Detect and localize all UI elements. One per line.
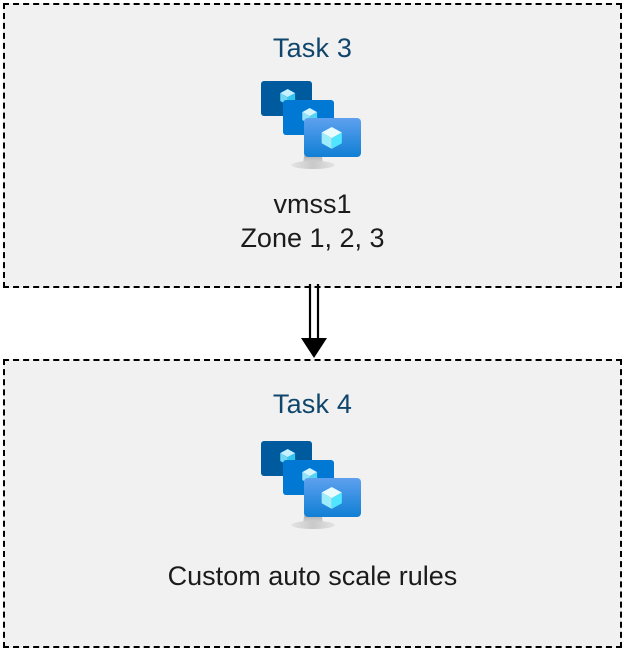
vm-scale-set-icon [258, 77, 368, 173]
vm-scale-set-icon [258, 437, 368, 533]
task-box-task-3[interactable]: Task 3 [3, 3, 622, 288]
connector-arrow-task3-to-task4 [296, 284, 332, 360]
task-box-task-4[interactable]: Task 4 [3, 359, 622, 648]
task-3-caption-line-2: Zone 1, 2, 3 [240, 223, 385, 253]
task-4-caption-line-1: Custom auto scale rules [167, 561, 458, 591]
task-4-title: Task 4 [272, 389, 353, 419]
task-3-title: Task 3 [272, 33, 353, 63]
task-3-caption-line-1: vmss1 [273, 189, 352, 219]
